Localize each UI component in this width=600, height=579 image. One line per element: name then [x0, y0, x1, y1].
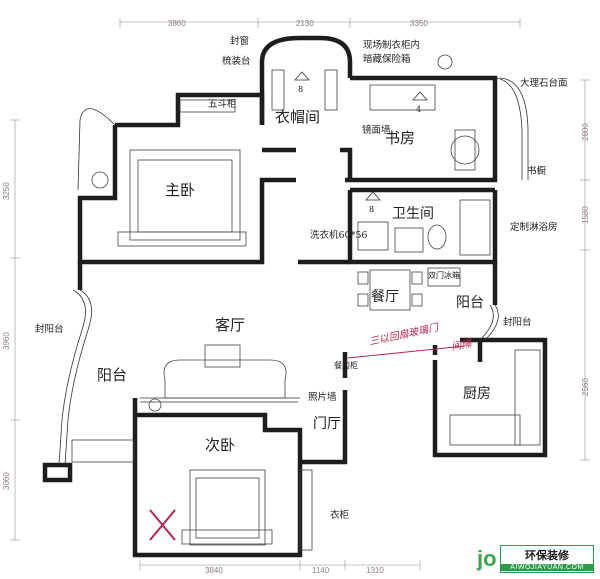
room-cloakroom: 衣帽间: [275, 108, 320, 126]
dim-left-2: 3960: [2, 332, 11, 350]
furniture: [71, 54, 541, 551]
brand-title: 环保装修: [525, 549, 569, 562]
room-balcony-left: 阳台: [97, 366, 127, 384]
note-sealed-window: 封窗: [230, 35, 249, 47]
handwritten-line-1: 三以回扇玻璃门: [368, 321, 441, 348]
dimension-lines: [10, 18, 590, 570]
room-foyer: 门厅: [313, 416, 341, 432]
brand-watermark: jo 环保装修 AIWOJIAYUAN.COM: [477, 545, 594, 573]
dim-bottom-1: 3840: [205, 566, 223, 575]
note-sealed-balcony-right: 封阳台: [503, 316, 532, 328]
walls: [42, 35, 548, 558]
door-mark-6: 8: [298, 85, 303, 94]
handwritten-line-2: 间隔: [450, 337, 474, 353]
note-marble-sill: 大理石台面: [520, 77, 568, 89]
dimension-labels: 3860 2130 3350 3840 1140 1310 3250 3960 …: [2, 19, 590, 575]
dim-right-3: 2560: [581, 378, 590, 396]
dim-right-2: 1580: [581, 206, 590, 224]
cross-mark: [149, 509, 176, 541]
dim-bottom-3: 1310: [366, 566, 384, 575]
note-photo-wall: 照片墙: [308, 391, 337, 403]
brand-url: AIWOJIAYUAN.COM: [501, 564, 593, 571]
note-fridge: 双门冰箱: [428, 270, 460, 280]
note-hidden-safe: 暗藏保险箱: [363, 53, 411, 65]
room-balcony-right: 阳台: [456, 295, 484, 311]
note-sill-board: 梳装台: [222, 55, 251, 67]
dim-left-3: 3060: [2, 472, 11, 490]
door-mark-4: 4: [416, 105, 421, 114]
room-dining: 餐厅: [371, 289, 399, 305]
note-mirror-wall: 镜面墙: [362, 124, 391, 136]
brand-logo: jo: [477, 546, 497, 571]
room-labels: 主卧 衣帽间 书房 卫生间 客厅 餐厅 阳台 阳台 厨房 次卧 门厅: [97, 108, 491, 454]
note-five-drawer: 五斗柜: [208, 98, 237, 110]
note-bookshelf: 书橱: [527, 165, 547, 177]
door-mark-8: 8: [369, 205, 374, 214]
dim-top-1: 3860: [168, 19, 186, 28]
note-custom-shower: 定制淋浴房: [510, 221, 558, 233]
dim-bottom-2: 1140: [312, 566, 330, 575]
dim-left-1: 3250: [2, 182, 11, 200]
dim-top-2: 2130: [296, 19, 314, 28]
room-second-bedroom: 次卧: [205, 436, 235, 454]
room-study: 书房: [385, 129, 415, 147]
door-marks: 8 4 8: [294, 71, 428, 214]
dim-top-3: 3350: [410, 19, 428, 28]
note-washer: 洗衣机60*56: [310, 229, 367, 241]
room-master-bedroom: 主卧: [165, 181, 195, 199]
room-kitchen: 厨房: [463, 386, 491, 402]
notes: 封窗 梳装台 五斗柜 现场制衣柜内 暗藏保险箱 大理石台面 镜面墙 书橱 洗衣机…: [35, 35, 568, 521]
room-living: 客厅: [215, 316, 245, 334]
note-sideboard: 餐边柜: [334, 360, 358, 370]
note-wardrobe: 衣柜: [330, 509, 350, 521]
note-sealed-balcony-left: 封阳台: [35, 323, 64, 335]
room-bathroom: 卫生间: [392, 206, 434, 222]
note-onsite-wardrobe: 现场制衣柜内: [363, 39, 420, 51]
dim-right-1: 2800: [581, 123, 590, 141]
